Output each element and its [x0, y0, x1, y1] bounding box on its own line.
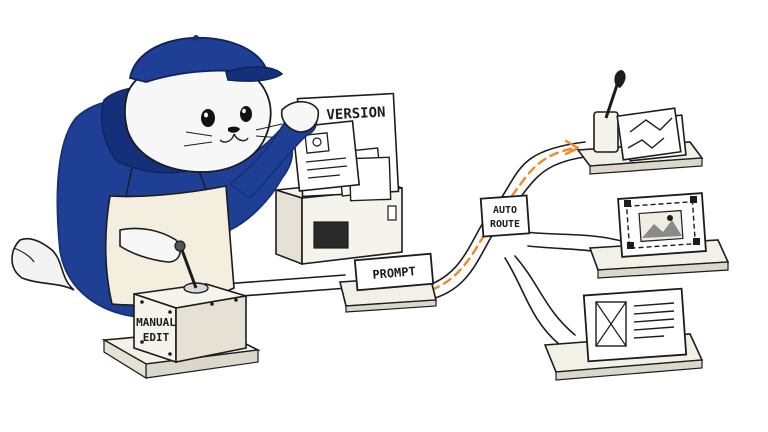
prompt-label: PROMPT [372, 264, 416, 282]
platform-paint [576, 70, 704, 175]
branch-middle [524, 231, 626, 243]
platform-image-crop [588, 192, 730, 279]
paintbrush-jar-icon [593, 70, 626, 153]
version-label: VERSION [326, 104, 386, 123]
manual-edit-box: MANUAL EDIT [101, 240, 261, 380]
auto-route-sign: AUTO ROUTE [479, 194, 531, 238]
layout-page-icon [595, 301, 675, 347]
branch-bottom [504, 257, 561, 346]
image-crop-icon [624, 196, 700, 249]
auto-route-label-line2: ROUTE [490, 219, 520, 230]
manual-edit-label-line2: EDIT [143, 331, 170, 344]
seal-tail [11, 237, 75, 291]
manual-edit-label-line1: MANUAL [136, 316, 176, 329]
seal-eye-right [240, 106, 252, 122]
version-machine: VERSION [275, 92, 403, 266]
seal-cap [128, 36, 270, 83]
document-card-icon [291, 120, 361, 192]
seal-mascot [11, 35, 320, 319]
route-arrow-head-icon [564, 139, 580, 156]
prompt-tile: PROMPT [338, 252, 438, 313]
platform-layout [543, 287, 704, 381]
seal-eye-left [201, 109, 215, 127]
crank-lever-icon [174, 240, 209, 294]
auto-route-label-line1: AUTO [493, 205, 517, 216]
